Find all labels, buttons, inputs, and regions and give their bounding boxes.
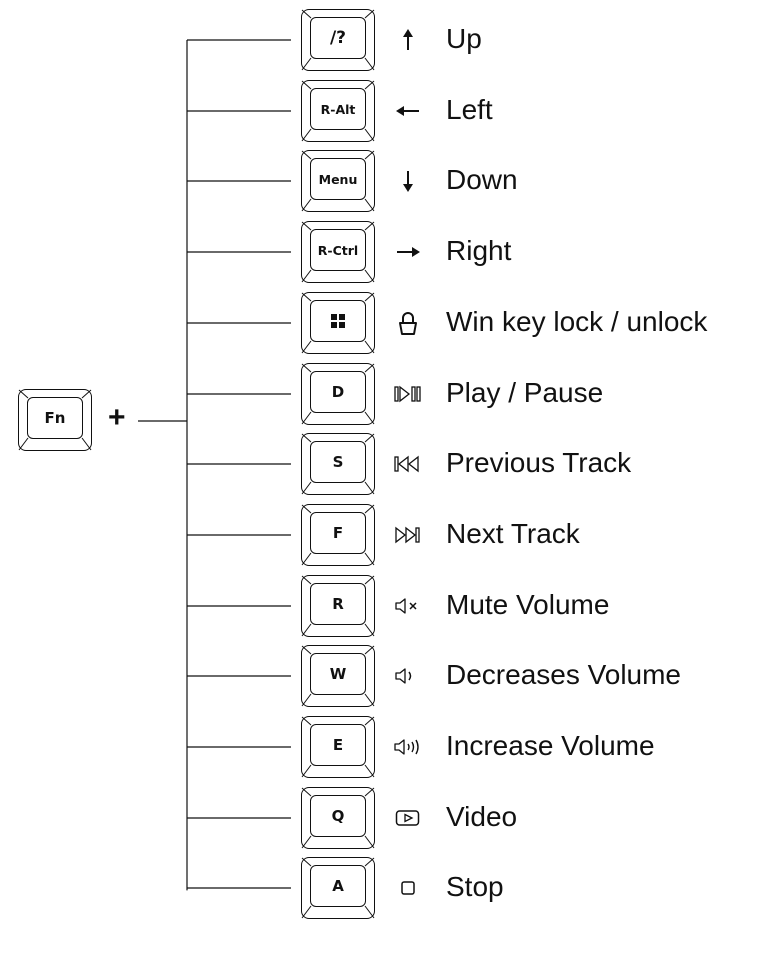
key-label: R-Ctrl [317,242,359,258]
key-d: D [301,363,375,425]
key-label: D [331,383,345,401]
play-pause-icon [393,379,423,409]
key-label: E [332,736,344,754]
next-track-icon [393,520,423,550]
function-label: Down [446,164,518,195]
function-label: Next Track [446,518,580,549]
key-w: W [301,645,375,707]
key--: /? [301,9,375,71]
key-label: W [329,665,347,683]
function-label: Video [446,801,518,832]
arrow-down-icon [393,166,423,196]
function-label: Mute Volume [446,589,610,620]
key-e: E [301,716,375,778]
function-label: Stop [446,871,504,902]
arrow-right-icon [393,237,423,267]
key-r-ctrl: R-Ctrl [301,221,375,283]
key-windows [301,292,375,354]
volume-down-icon [393,661,423,691]
key-label: Q [331,807,345,825]
video-icon [393,803,423,833]
lock-icon [393,308,423,338]
key-label: /? [329,28,347,48]
windows-logo-icon [310,300,366,342]
function-label: Left [446,94,493,125]
volume-up-icon [393,732,423,762]
key-label: R [332,595,344,613]
arrow-up-icon [393,25,423,55]
key-label: F [332,524,344,542]
key-f: F [301,504,375,566]
function-label: Previous Track [446,447,632,478]
arrow-left-icon [393,96,423,126]
key-r: R [301,575,375,637]
function-label: Increase Volume [446,730,655,761]
key-q: Q [301,787,375,849]
function-label: Win key lock / unlock [446,306,708,337]
function-label: Play / Pause [446,377,604,408]
key-label: R-Alt [320,101,356,117]
fn-key-label: Fn [44,409,66,427]
function-label: Right [446,235,512,266]
key-label: S [332,453,344,471]
function-label: Up [446,23,482,54]
key-label: Menu [318,171,358,187]
plus-sign: + [108,401,126,434]
fn-key: Fn [18,389,92,451]
key-menu: Menu [301,150,375,212]
key-r-alt: R-Alt [301,80,375,142]
stop-icon [393,873,423,903]
key-s: S [301,433,375,495]
key-label: A [332,877,344,895]
previous-track-icon [393,449,423,479]
function-label: Decreases Volume [446,659,682,690]
key-a: A [301,857,375,919]
mute-icon [393,591,423,621]
